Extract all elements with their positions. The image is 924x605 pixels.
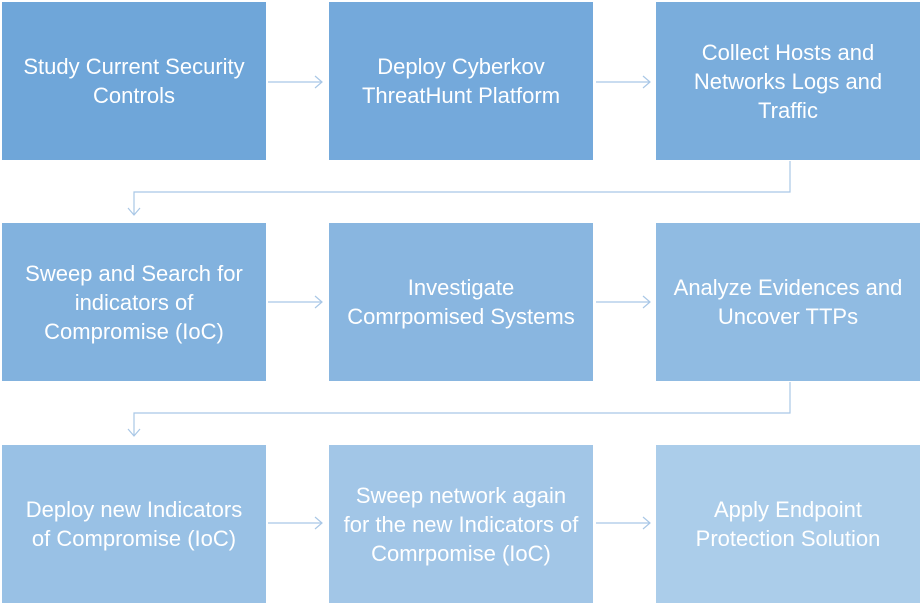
step-3-label: Collect Hosts and Networks Logs and Traf… — [693, 39, 883, 123]
step-8-box: Sweep network again for the new Indicato… — [329, 445, 593, 603]
step-7-label: Deploy new Indicators of Compromise (IoC… — [25, 497, 243, 551]
arrow-step-8-to-9 — [596, 516, 651, 530]
arrow-step-3-to-4 — [127, 161, 791, 216]
step-8-label: Sweep network again for the new Indicato… — [343, 482, 579, 566]
step-4-box: Sweep and Search for indicators of Compr… — [2, 223, 266, 381]
arrow-step-7-to-8 — [268, 516, 323, 530]
step-2-box: Deploy Cyberkov ThreatHunt Platform — [329, 2, 593, 160]
step-2-label: Deploy Cyberkov ThreatHunt Platform — [361, 54, 561, 108]
step-6-label: Analyze Evidences and Uncover TTPs — [673, 275, 903, 329]
step-1-box: Study Current Security Controls — [2, 2, 266, 160]
step-6-box: Analyze Evidences and Uncover TTPs — [656, 223, 920, 381]
arrow-step-4-to-5 — [268, 295, 323, 309]
step-4-label: Sweep and Search for indicators of Compr… — [25, 260, 243, 344]
arrow-step-5-to-6 — [596, 295, 651, 309]
step-9-box: Apply Endpoint Protection Solution — [656, 445, 920, 603]
step-1-label: Study Current Security Controls — [23, 54, 245, 108]
step-3-box: Collect Hosts and Networks Logs and Traf… — [656, 2, 920, 160]
arrow-step-2-to-3 — [596, 75, 651, 89]
arrow-step-6-to-7 — [127, 382, 791, 437]
step-7-box: Deploy new Indicators of Compromise (IoC… — [2, 445, 266, 603]
step-5-label: Investigate Comrpomised Systems — [347, 275, 575, 329]
step-9-label: Apply Endpoint Protection Solution — [695, 497, 881, 551]
step-5-box: Investigate Comrpomised Systems — [329, 223, 593, 381]
arrow-step-1-to-2 — [268, 75, 323, 89]
